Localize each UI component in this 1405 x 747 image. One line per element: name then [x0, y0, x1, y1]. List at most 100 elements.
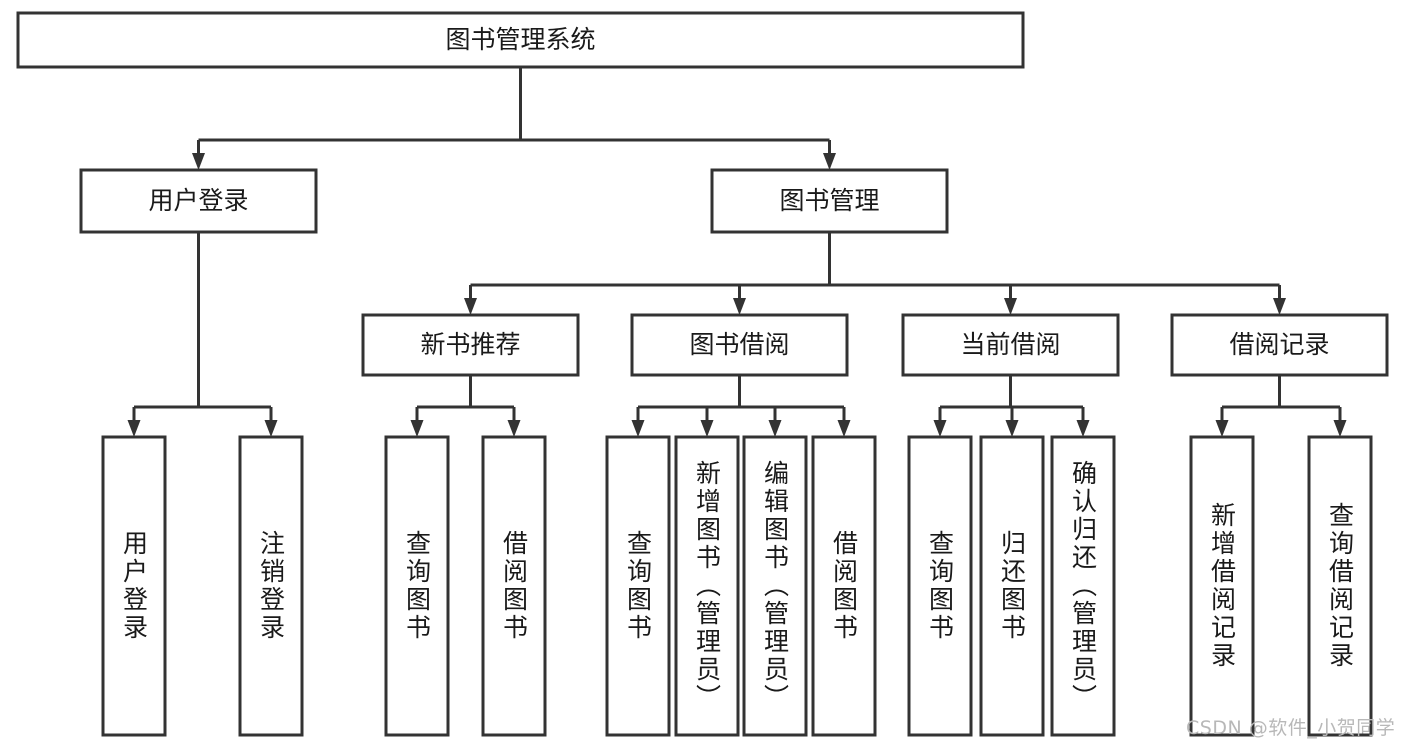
node-l1b[interactable]: 图书管理 — [710, 168, 949, 234]
arrow-head-icon — [700, 420, 714, 437]
arrow-head-icon — [127, 420, 141, 437]
node-label: 借阅记录 — [1229, 330, 1329, 359]
node-box — [1050, 435, 1116, 737]
edge-group-l1a — [127, 232, 278, 437]
node-label-wrap: 新增图书（管理员） — [693, 460, 722, 712]
node-box — [1170, 313, 1389, 377]
node-label: 确认归还（管理员） — [1068, 460, 1098, 712]
node-box — [605, 435, 671, 737]
node-label-wrap: 归还图书 — [997, 530, 1027, 642]
node-l2c[interactable]: 当前借阅 — [901, 313, 1120, 377]
node-l2b[interactable]: 图书借阅 — [630, 313, 849, 377]
arrow-head-icon — [933, 420, 947, 437]
node-leaf8[interactable]: 借阅图书 — [811, 435, 877, 737]
node-label: 借阅图书 — [499, 530, 529, 642]
node-label: 查询图书 — [925, 530, 955, 642]
node-label: 归还图书 — [997, 530, 1027, 642]
node-label-wrap: 用户登录 — [119, 530, 149, 642]
node-leaf6[interactable]: 新增图书（管理员） — [674, 435, 740, 737]
node-box — [1307, 435, 1373, 737]
arrow-head-icon — [823, 153, 836, 170]
node-leaf5[interactable]: 查询图书 — [605, 435, 671, 737]
node-box — [979, 435, 1045, 737]
node-label: 图书借阅 — [689, 330, 789, 359]
node-leaf10[interactable]: 归还图书 — [979, 435, 1045, 737]
edge-group-l2d — [1215, 375, 1347, 437]
node-label-wrap: 借阅图书 — [499, 530, 529, 642]
node-leaf3[interactable]: 查询图书 — [384, 435, 450, 737]
node-box — [361, 313, 580, 377]
arrow-head-icon — [410, 420, 424, 437]
node-label: 查询借阅记录 — [1325, 502, 1355, 670]
node-label: 注销登录 — [256, 530, 286, 642]
edge-group-l1b — [464, 232, 1286, 315]
node-root[interactable]: 图书管理系统 — [16, 11, 1025, 69]
node-leaf4[interactable]: 借阅图书 — [481, 435, 547, 737]
node-layer: 图书管理系统用户登录图书管理新书推荐图书借阅当前借阅借阅记录用户登录注销登录查询… — [16, 11, 1389, 737]
node-leaf2[interactable]: 注销登录 — [238, 435, 304, 737]
node-box — [384, 435, 450, 737]
arrow-head-icon — [1076, 420, 1090, 437]
node-box — [674, 435, 740, 737]
arrow-head-icon — [837, 420, 851, 437]
node-label-wrap: 查询图书 — [925, 530, 955, 642]
node-leaf11[interactable]: 确认归还（管理员） — [1050, 435, 1116, 737]
arrow-head-icon — [1005, 420, 1019, 437]
node-label-wrap: 确认归还（管理员） — [1068, 460, 1098, 712]
node-label-wrap: 注销登录 — [256, 530, 286, 642]
node-box — [238, 435, 304, 737]
node-box — [101, 435, 167, 737]
node-box — [907, 435, 973, 737]
node-l2d[interactable]: 借阅记录 — [1170, 313, 1389, 377]
arrow-head-icon — [264, 420, 278, 437]
node-label: 查询图书 — [402, 530, 432, 642]
node-label-wrap: 查询图书 — [623, 530, 653, 642]
arrow-head-icon — [768, 420, 782, 437]
node-label-wrap: 编辑图书（管理员） — [760, 460, 790, 712]
node-box — [742, 435, 808, 737]
node-label: 用户登录 — [148, 186, 248, 215]
edge-group-root — [192, 67, 836, 170]
node-box — [630, 313, 849, 377]
node-label-wrap: 查询图书 — [402, 530, 432, 642]
node-box — [16, 11, 1025, 69]
arrow-head-icon — [1333, 420, 1347, 437]
node-label: 图书管理系统 — [445, 25, 595, 54]
node-l2a[interactable]: 新书推荐 — [361, 313, 580, 377]
node-leaf7[interactable]: 编辑图书（管理员） — [742, 435, 808, 737]
arrow-head-icon — [464, 298, 477, 315]
node-leaf1[interactable]: 用户登录 — [101, 435, 167, 737]
arrow-head-icon — [192, 153, 205, 170]
csdn-watermark: CSDN @软件_小贺同学 — [1186, 717, 1396, 739]
node-label: 图书管理 — [779, 186, 879, 215]
arrow-head-icon — [631, 420, 645, 437]
edge-group-l2c — [933, 375, 1090, 437]
node-box — [481, 435, 547, 737]
arrow-head-icon — [1273, 298, 1286, 315]
node-box — [710, 168, 949, 234]
node-label: 查询图书 — [623, 530, 653, 642]
edge-group-l2b — [631, 375, 851, 437]
node-leaf9[interactable]: 查询图书 — [907, 435, 973, 737]
node-box — [1189, 435, 1255, 737]
node-box — [811, 435, 877, 737]
node-label: 当前借阅 — [960, 330, 1060, 359]
node-leaf12[interactable]: 新增借阅记录 — [1189, 435, 1255, 737]
arrow-head-icon — [1215, 420, 1229, 437]
node-box — [901, 313, 1120, 377]
node-l1a[interactable]: 用户登录 — [79, 168, 318, 234]
node-label: 新书推荐 — [420, 330, 520, 359]
node-label: 借阅图书 — [829, 530, 859, 642]
arrow-head-icon — [733, 298, 746, 315]
node-label-wrap: 查询借阅记录 — [1325, 502, 1355, 670]
node-leaf13[interactable]: 查询借阅记录 — [1307, 435, 1373, 737]
edge-group-l2a — [410, 375, 521, 437]
node-label: 用户登录 — [119, 530, 149, 642]
node-box — [79, 168, 318, 234]
node-label: 新增借阅记录 — [1207, 502, 1237, 670]
arrow-head-icon — [507, 420, 521, 437]
node-label-wrap: 借阅图书 — [829, 530, 859, 642]
node-label: 编辑图书（管理员） — [760, 460, 790, 712]
